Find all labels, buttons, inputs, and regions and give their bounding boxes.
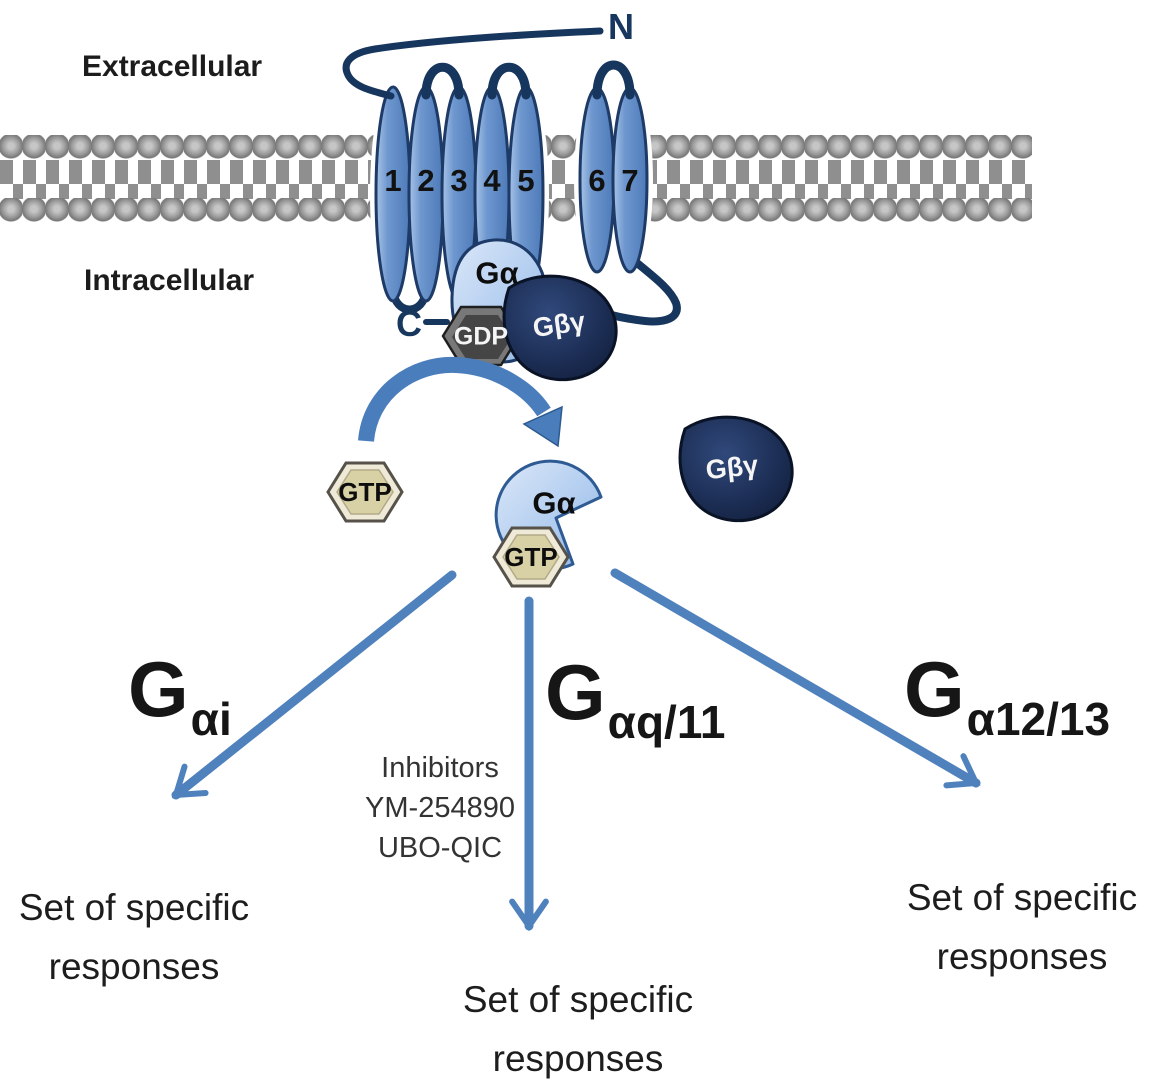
gtp-free-label: GTP bbox=[338, 477, 392, 507]
inhibitor-ym254890: YM-254890 bbox=[365, 792, 515, 824]
gai-base: G bbox=[128, 645, 189, 733]
responses-left: Set of specific responses bbox=[0, 878, 268, 996]
helix-1-number: 1 bbox=[384, 163, 402, 198]
gai-subscript: αi bbox=[190, 693, 232, 745]
gaq11-subscript: αq/11 bbox=[607, 696, 726, 748]
inhibitors-block: Inhibitors YM-254890 UBO-QIC bbox=[340, 748, 540, 868]
n-terminus-label: N bbox=[608, 6, 634, 47]
g-alpha-label: Gα bbox=[475, 255, 519, 291]
gdp-gtp-exchange-arrow bbox=[358, 356, 563, 448]
gtp-bound-hexagon bbox=[492, 526, 570, 588]
arrow-g1213 bbox=[610, 568, 981, 789]
helix-5-number: 5 bbox=[517, 163, 535, 198]
arrow-gi bbox=[171, 570, 457, 800]
intracellular-label: Intracellular bbox=[84, 264, 255, 297]
responses-center: Set of specific responses bbox=[438, 970, 718, 1080]
responses-left-line1: Set of specific bbox=[18, 887, 250, 928]
responses-right-line2: responses bbox=[936, 936, 1108, 977]
extracellular-label: Extracellular bbox=[82, 50, 263, 83]
gtp-bound-label: GTP bbox=[504, 542, 558, 572]
g-beta-gamma-free-label: Gβγ bbox=[704, 449, 760, 486]
c-terminus-label: C bbox=[396, 303, 422, 344]
responses-right-line1: Set of specific bbox=[906, 877, 1138, 918]
helix-4-number: 4 bbox=[483, 163, 501, 198]
c-terminal-tail bbox=[600, 254, 681, 326]
ga1213-base: G bbox=[904, 645, 965, 733]
ga1213-subscript: α12/13 bbox=[966, 693, 1111, 745]
helix-3-number: 3 bbox=[450, 163, 468, 198]
responses-center-line2: responses bbox=[492, 1038, 664, 1079]
extracellular-loop-4-5 bbox=[487, 62, 531, 100]
extracellular-loop-2-3 bbox=[421, 62, 464, 100]
extracellular-loop-6-7 bbox=[592, 60, 635, 100]
gtp-free-hexagon bbox=[326, 461, 404, 523]
inhibitors-title: Inhibitors bbox=[381, 752, 499, 784]
helix-6-number: 6 bbox=[588, 163, 606, 198]
helix-7-number: 7 bbox=[621, 163, 639, 198]
gdp-label: GDP bbox=[453, 322, 509, 351]
n-terminus-line bbox=[342, 27, 604, 100]
inhibitor-ubo-qic: UBO-QIC bbox=[377, 832, 503, 864]
helix-2-number: 2 bbox=[417, 163, 435, 198]
responses-right: Set of specific responses bbox=[882, 868, 1162, 986]
responses-left-line2: responses bbox=[48, 946, 220, 987]
gaq11-base: G bbox=[545, 648, 606, 736]
g-alpha-active-label: Gα bbox=[532, 485, 576, 521]
responses-center-line1: Set of specific bbox=[462, 979, 694, 1020]
